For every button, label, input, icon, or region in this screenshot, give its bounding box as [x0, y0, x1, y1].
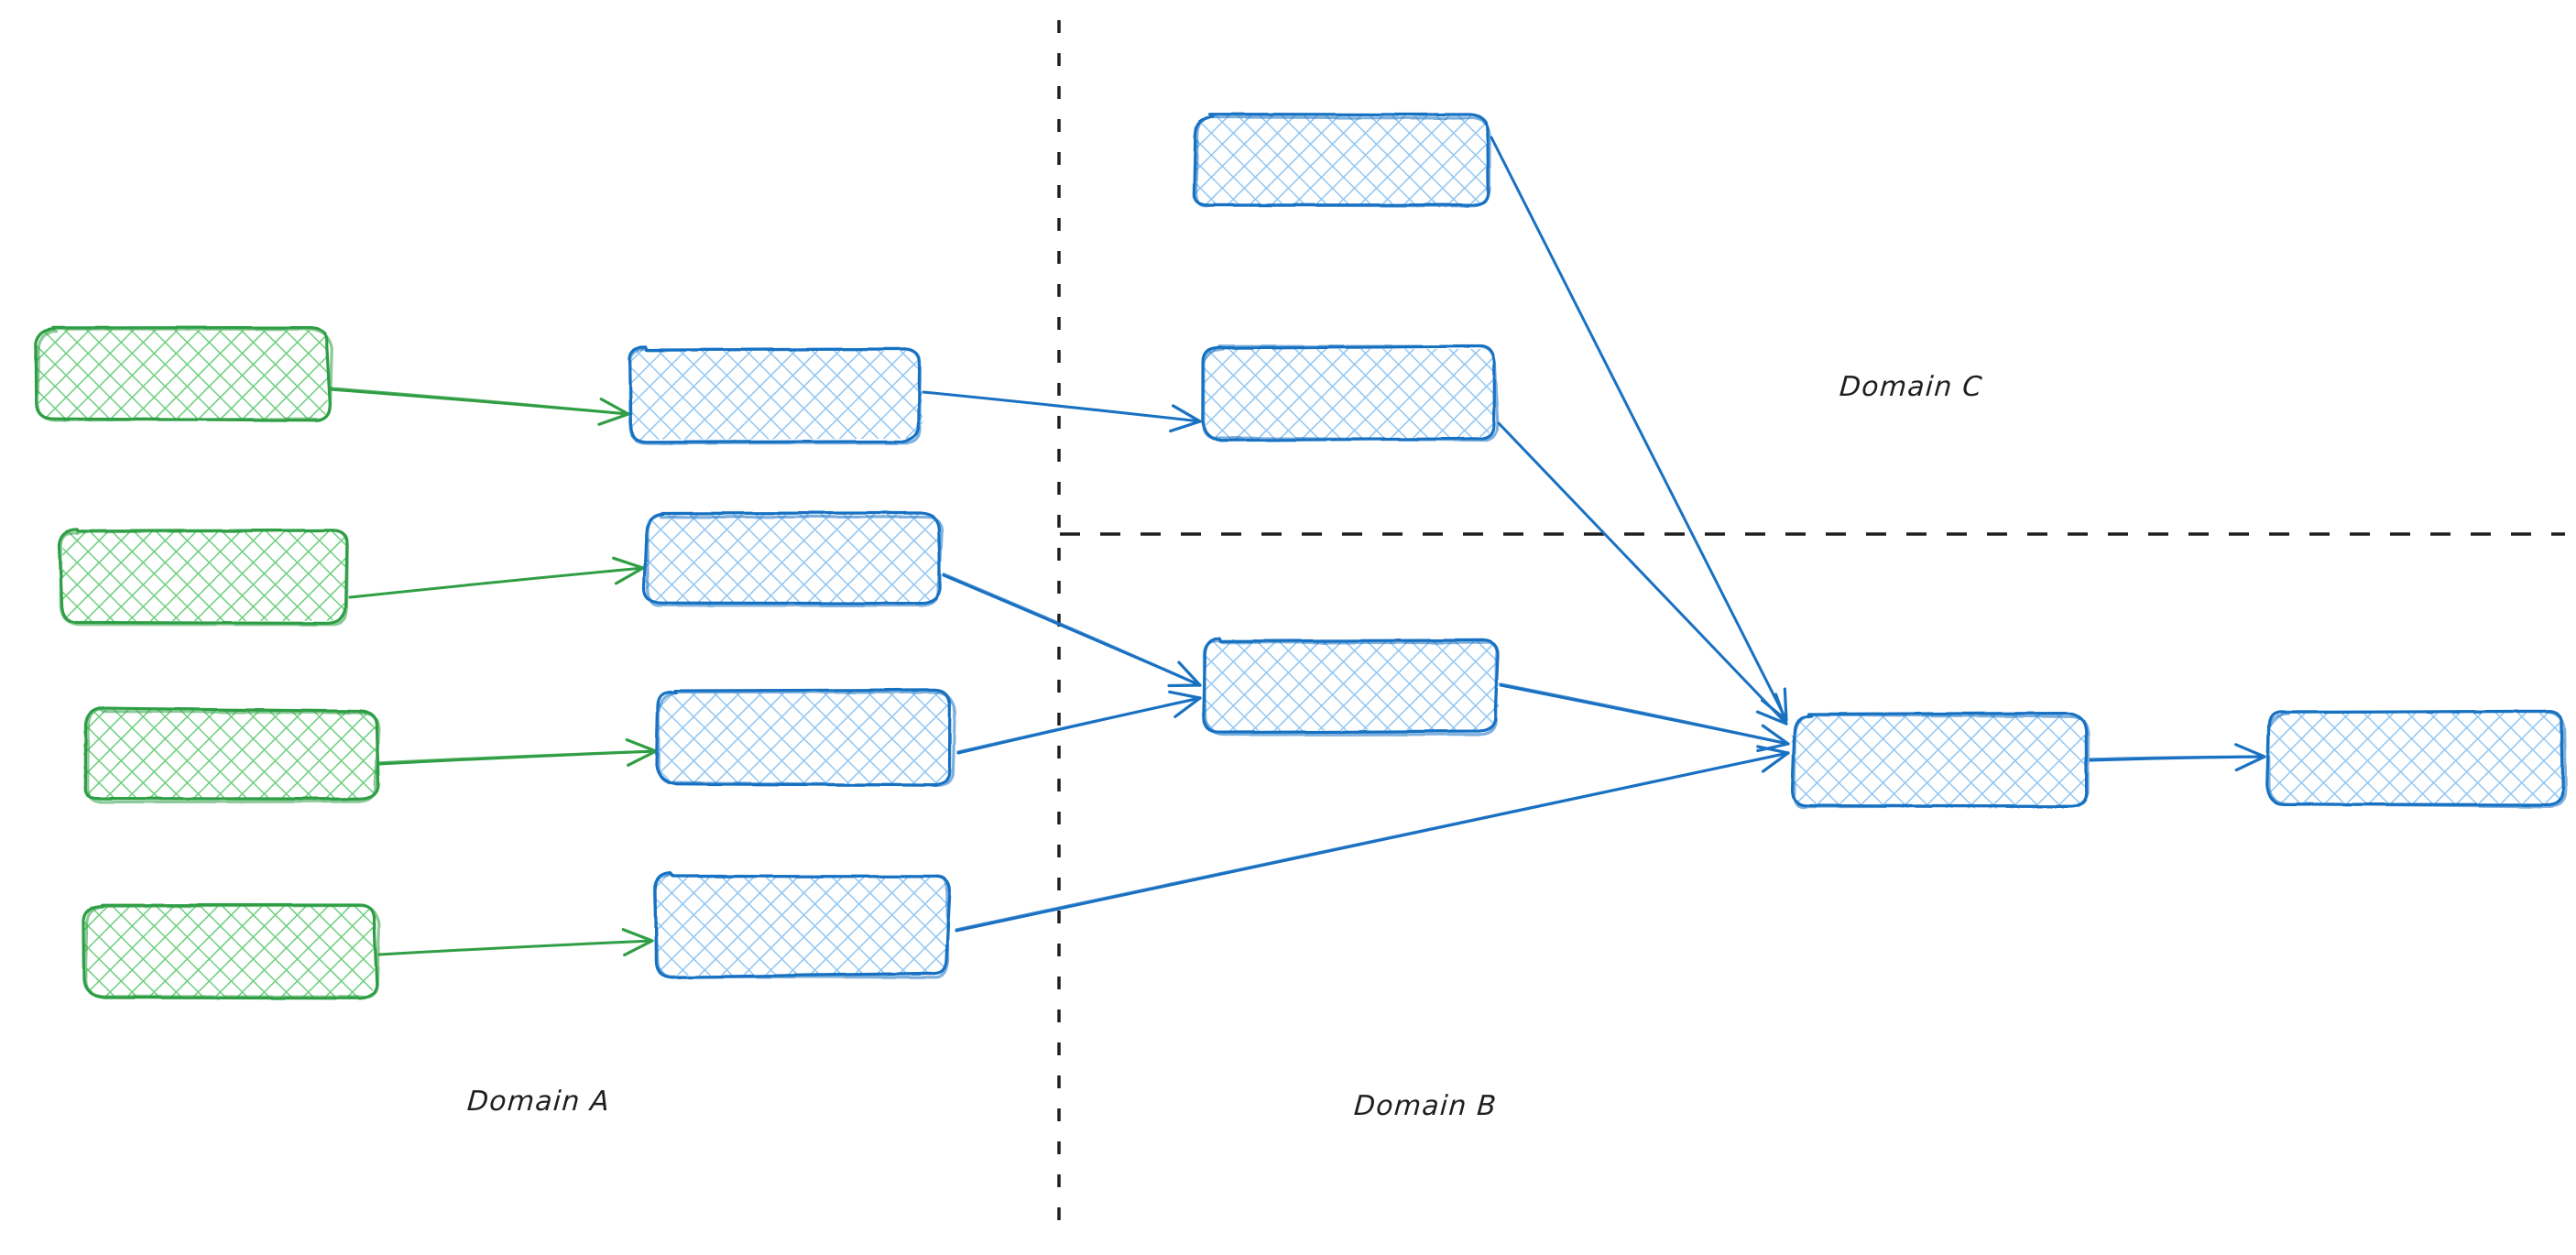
edge-b2-c3-arrowhead-lower	[1177, 660, 1202, 687]
edge-b1-c2-arrowhead-upper	[1169, 420, 1202, 433]
edge-b4-hub[interactable]	[955, 745, 1790, 933]
edge-b1-c2[interactable]	[922, 390, 1202, 433]
node-outline-b2	[645, 511, 944, 607]
edge-b3-c3-arrowhead-upper	[1173, 696, 1202, 718]
node-fill-a3	[82, 709, 377, 801]
edge-a3-b3-arrowhead-lower	[625, 737, 658, 753]
domain-b-label: Domain B	[1352, 1090, 1499, 1122]
edge-a3-b3[interactable]	[377, 737, 658, 767]
edge-c1-hub[interactable]	[1490, 136, 1788, 722]
edge-b2-c3-arrowhead-upper	[1167, 683, 1202, 688]
edge-hub-out-arrowhead-lower	[2234, 743, 2266, 758]
edge-a4-b4-line	[377, 939, 654, 956]
node-outline-a4	[83, 903, 381, 999]
node-fill-a2	[61, 529, 348, 622]
node-outline-out	[2267, 710, 2568, 808]
node-fill-c3	[1205, 638, 1500, 731]
edge-a2-b2[interactable]	[348, 556, 645, 599]
edge-b3-c3-line	[956, 696, 1202, 754]
node-fill-c2	[1202, 344, 1495, 441]
edge-b2-c3-line	[942, 573, 1202, 687]
edge-hub-out-arrowhead-upper	[2234, 755, 2266, 772]
edge-b4-hub-arrowhead-lower	[1756, 745, 1790, 755]
edge-c2-hub[interactable]	[1497, 421, 1788, 726]
edge-a4-b4-arrowhead-lower	[621, 928, 654, 943]
node-b1[interactable]	[628, 344, 923, 445]
node-fill-b1	[629, 347, 923, 441]
edge-c2-hub-arrowhead-lower	[1774, 693, 1788, 726]
edge-a1-b1[interactable]	[328, 387, 630, 426]
node-c1[interactable]	[1192, 113, 1491, 208]
edge-b3-c3-arrowhead-lower	[1168, 690, 1202, 700]
node-a3[interactable]	[82, 706, 381, 804]
node-fill-a4	[83, 904, 377, 999]
node-outline-c1	[1194, 115, 1491, 208]
edge-c3-hub[interactable]	[1499, 682, 1790, 752]
node-b2[interactable]	[642, 511, 944, 607]
edge-c3-hub-arrowhead-upper	[1756, 742, 1790, 752]
node-outline-a2	[59, 529, 349, 627]
node-fill-hub	[1791, 714, 2088, 810]
edge-a2-b2-line	[348, 566, 645, 599]
edge-a2-b2-arrowhead-lower	[612, 556, 645, 570]
edge-a3-b3-arrowhead-upper	[627, 749, 658, 767]
domain-a-label: Domain A	[465, 1086, 612, 1118]
node-outline-a1	[36, 327, 333, 422]
node-fill-out	[2269, 711, 2563, 804]
node-a2[interactable]	[58, 528, 349, 627]
edge-a4-b4-arrowhead-upper	[623, 939, 654, 957]
node-fill-b3	[657, 689, 951, 785]
edge-b3-c3[interactable]	[956, 690, 1202, 755]
edge-a3-b3-line	[377, 749, 658, 765]
edge-a1-b1-line	[328, 387, 630, 416]
edge-c3-hub-line	[1499, 682, 1790, 746]
edge-a1-b1-arrowhead-lower	[599, 398, 630, 416]
node-outline-hub	[1793, 713, 2090, 809]
node-fill-b2	[644, 511, 941, 606]
edge-hub-out[interactable]	[2089, 743, 2266, 772]
node-b3[interactable]	[654, 688, 956, 787]
edge-b4-hub-line	[955, 751, 1790, 932]
node-c2[interactable]	[1201, 344, 1500, 442]
node-a1[interactable]	[34, 325, 333, 422]
node-outline-b4	[653, 873, 950, 979]
node-a4[interactable]	[82, 903, 381, 1000]
node-outline-b3	[657, 690, 956, 787]
node-outline-c3	[1202, 638, 1499, 737]
node-fill-a1	[37, 328, 329, 422]
node-out[interactable]	[2265, 709, 2568, 808]
edge-b1-c2-line	[922, 390, 1202, 423]
edges-layer	[328, 136, 2266, 957]
edge-c3-hub-arrowhead-lower	[1761, 724, 1790, 746]
edge-b1-c2-arrowhead-lower	[1171, 404, 1202, 423]
node-fill-c1	[1193, 114, 1489, 208]
dividers-layer	[1057, 20, 2565, 1237]
domain-c-label: Domain C	[1838, 371, 1984, 403]
edge-c2-hub-arrowhead-upper	[1755, 710, 1788, 726]
node-outline-a3	[86, 707, 381, 804]
edge-b4-hub-arrowhead-upper	[1761, 751, 1790, 773]
node-outline-b1	[628, 346, 922, 445]
node-c3[interactable]	[1202, 636, 1500, 737]
node-b4[interactable]	[653, 870, 952, 979]
edge-a2-b2-arrowhead-upper	[614, 566, 645, 585]
edge-c2-hub-line	[1497, 421, 1788, 726]
node-outline-c2	[1202, 344, 1500, 442]
edge-hub-out-line	[2089, 755, 2266, 761]
node-hub[interactable]	[1790, 711, 2090, 810]
edge-c1-hub-line	[1490, 136, 1788, 722]
nodes-layer	[34, 113, 2568, 1000]
edge-c1-hub-arrowhead-lower	[1783, 687, 1788, 722]
node-fill-b4	[656, 873, 951, 976]
edge-a4-b4[interactable]	[377, 928, 654, 957]
edge-b2-c3[interactable]	[942, 573, 1202, 688]
edge-a1-b1-arrowhead-upper	[597, 412, 630, 426]
